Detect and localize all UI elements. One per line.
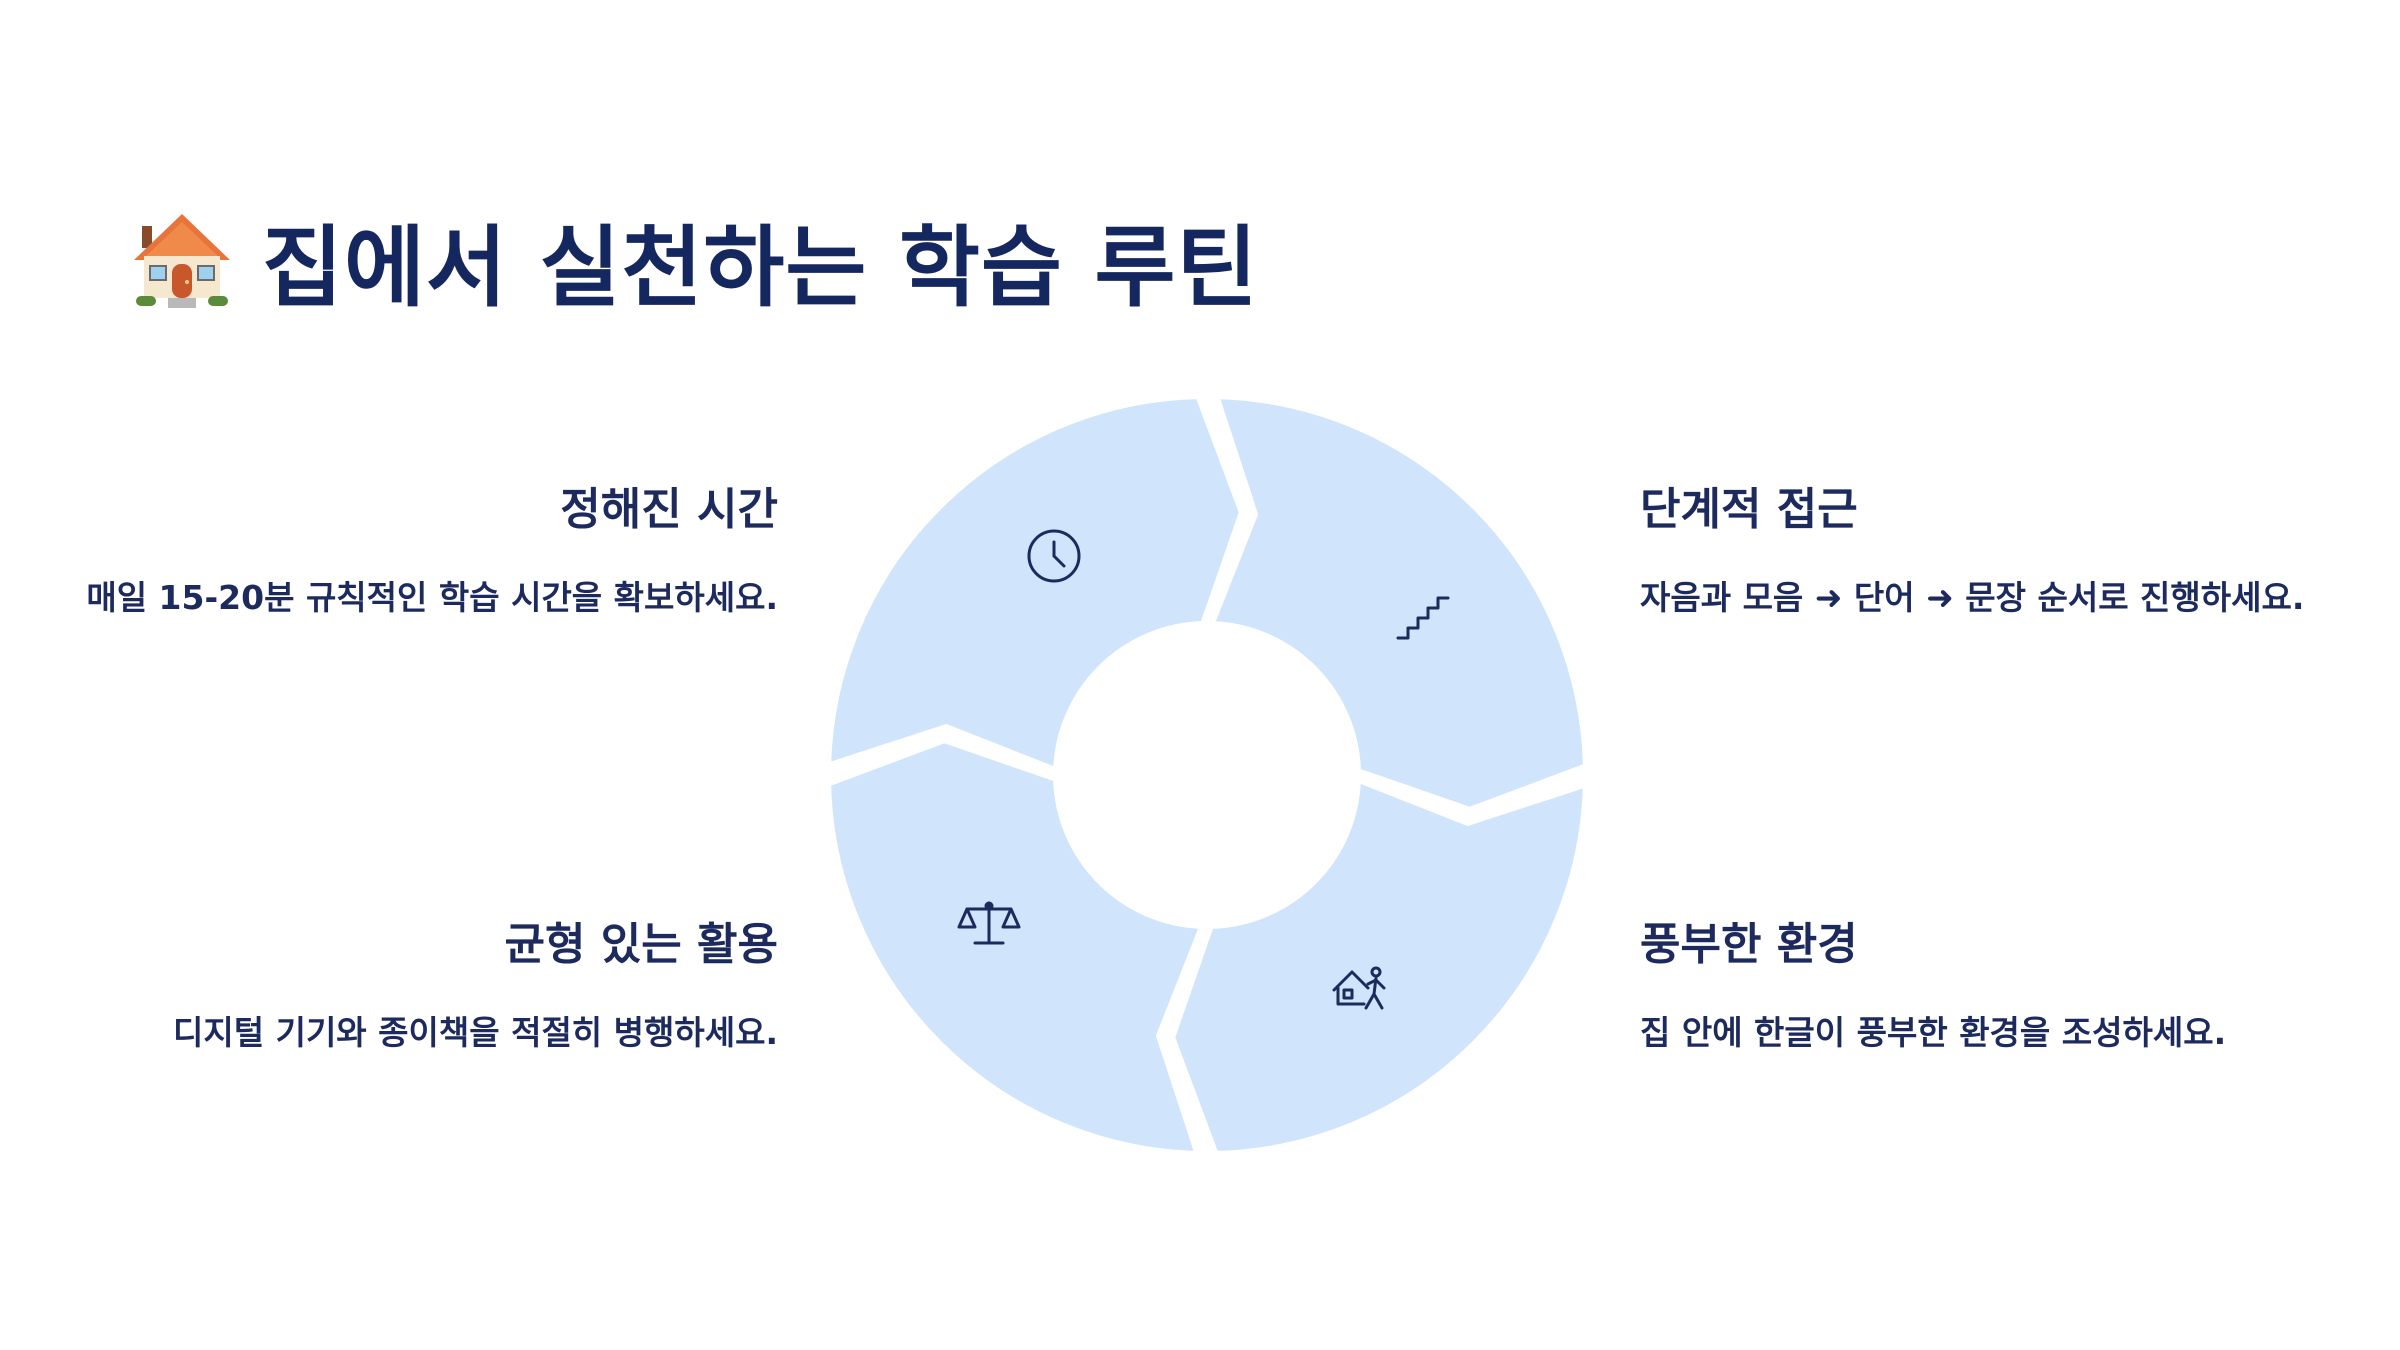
cycle-icons	[957, 529, 1450, 1010]
segment-top-right	[1204, 390, 1591, 816]
item-rich-environment: 풍부한 환경 집 안에 한글이 풍부한 환경을 조성하세요.	[1640, 915, 2340, 1063]
item-description: 자음과 모음 ➜ 단어 ➜ 문장 순서로 진행하세요.	[1640, 578, 2305, 617]
segment-bottom-right	[1166, 772, 1592, 1159]
clock-icon	[1027, 529, 1081, 583]
item-description: 집 안에 한글이 풍부한 환경을 조성하세요.	[1640, 1013, 2227, 1052]
home-person-icon	[1332, 966, 1386, 1010]
balance-scale-icon	[957, 901, 1021, 945]
item-fixed-time: 정해진 시간 매일 15-20분 규칙적인 학습 시간을 확보하세요.	[78, 480, 778, 628]
page-title: 집에서 실천하는 학습 루틴	[130, 200, 1258, 320]
item-description: 디지털 기기와 종이책을 적절히 병행하세요.	[173, 1013, 778, 1052]
item-heading: 단계적 접근	[1640, 484, 1858, 535]
title-text: 집에서 실천하는 학습 루틴	[262, 215, 1259, 319]
segment-top-left	[822, 391, 1248, 778]
item-description: 매일 15-20분 규칙적인 학습 시간을 확보하세요.	[86, 578, 778, 617]
segment-bottom-left	[823, 734, 1210, 1160]
item-step-by-step: 단계적 접근 자음과 모음 ➜ 단어 ➜ 문장 순서로 진행하세요.	[1640, 480, 2340, 628]
stairs-icon	[1396, 596, 1450, 640]
item-heading: 정해진 시간	[560, 484, 778, 535]
item-heading: 균형 있는 활용	[504, 919, 778, 970]
house-icon	[134, 214, 230, 308]
cycle-segments	[822, 390, 1592, 1160]
item-heading: 풍부한 환경	[1640, 919, 1858, 970]
item-balanced-use: 균형 있는 활용 디지털 기기와 종이책을 적절히 병행하세요.	[78, 915, 778, 1063]
